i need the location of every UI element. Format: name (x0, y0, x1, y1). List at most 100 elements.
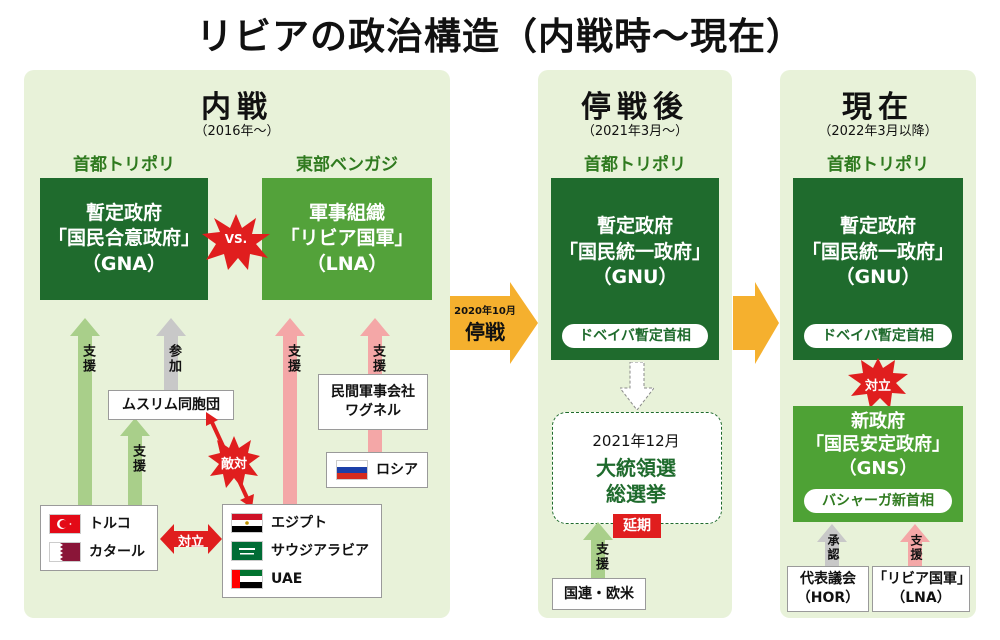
russia-box: ロシア (326, 452, 428, 488)
present-support-label: 支援 (909, 534, 923, 562)
civil-war-heading: 内戦 (201, 90, 273, 125)
post-war-gnu-line1: 暫定政府 (596, 215, 673, 237)
present-lna-line2: （LNA） (891, 590, 951, 606)
approve-arrow (817, 524, 847, 566)
post-war-subtitle: 首都トリポリ (584, 155, 686, 175)
wagner-box: 民間軍事会社 ワグネル (318, 374, 428, 430)
present-subtitle: 首都トリポリ (827, 155, 929, 175)
gna-line2: 「国民合意政府」 (47, 227, 200, 250)
wagner-line2: ワグネル (345, 403, 401, 419)
present-pm-badge: ドベイバ暫定首相 (804, 324, 952, 348)
gna-line3: （GNA） (81, 252, 167, 275)
muslim-brotherhood-box: ムスリム同胞団 (108, 390, 234, 420)
un-eu-box: 国連・欧米 (552, 578, 646, 610)
present-gnu-line2: 「国民統一政府」 (801, 240, 954, 263)
present-lna-box: 「リビア国軍」 （LNA） (872, 566, 971, 612)
present-confront-burst-icon (848, 358, 908, 408)
participate-label: 参加 (166, 344, 181, 374)
gns-line1: 新政府 (851, 411, 905, 432)
lna-box: 軍事組織 「リビア国軍」 （LNA） (262, 178, 432, 300)
present-lna-line1: 「リビア国軍」 (873, 571, 971, 588)
transition-arrow-icon (733, 282, 779, 364)
saudi-row: サウジアラビア (231, 537, 369, 565)
confront-arrow-icon (160, 524, 222, 554)
support-arrow-egypt (275, 318, 305, 504)
west-subtitle: 首都トリポリ (73, 155, 175, 175)
civil-war-period: （2016年〜） (194, 124, 280, 139)
egypt-flag-icon (231, 513, 263, 533)
post-war-down-arrow (620, 362, 654, 410)
turkey-row: トルコ (49, 510, 131, 538)
present-confront-label: 対立 (864, 379, 891, 394)
post-war-pm-badge: ドベイバ暫定首相 (562, 324, 708, 348)
egypt-label: エジプト (271, 514, 327, 531)
hostile-burst-icon (208, 436, 260, 488)
turkey-qatar-box: トルコ カタール (40, 505, 158, 571)
postponed-badge: 延期 (613, 514, 661, 538)
approve-label: 承認 (826, 534, 840, 562)
lna-line1: 軍事組織 (308, 201, 385, 224)
russia-label: ロシア (376, 461, 418, 478)
present-period: （2022年3月以降） (818, 124, 938, 139)
election-general: 総選挙 (606, 482, 666, 506)
post-war-gnu-line2: 「国民統一政府」 (558, 240, 711, 263)
post-war-gnu-line3: （GNU） (592, 266, 678, 289)
turkey-label: トルコ (89, 515, 131, 532)
ceasefire-arrow-icon (450, 282, 538, 364)
uae-label: UAE (271, 570, 303, 587)
present-gnu-line1: 暫定政府 (839, 215, 916, 237)
uae-flag-icon (231, 569, 263, 589)
post-war-support-label: 支援 (593, 542, 608, 572)
election-box (552, 412, 722, 524)
post-war-gnu-box: 暫定政府 「国民統一政府」 （GNU） (551, 178, 719, 360)
confront-label: 対立 (177, 535, 204, 550)
support-arrow-wagner (360, 318, 390, 374)
wagner-line1: 民間軍事会社 (331, 384, 415, 401)
support-label-2: 支援 (285, 344, 300, 374)
support-label-mb: 支援 (130, 444, 145, 474)
gna-box: 暫定政府 「国民合意政府」 （GNA） (40, 178, 208, 300)
muslim-brotherhood-label: ムスリム同胞団 (122, 396, 220, 413)
present-heading: 現在 (842, 90, 914, 125)
support-label-3: 支援 (370, 344, 385, 374)
egypt-row: エジプト (231, 509, 327, 537)
gns-line3: （GNS） (838, 457, 918, 479)
post-war-support-arrow (583, 522, 613, 580)
vs-label: VS. (224, 232, 248, 246)
east-subtitle: 東部ベンガジ (296, 155, 398, 175)
hor-line2: （HOR） (796, 590, 860, 606)
election-date: 2021年12月 (592, 432, 680, 450)
un-eu-label: 国連・欧米 (564, 585, 634, 602)
present-support-arrow (900, 524, 930, 566)
uae-row: UAE (231, 565, 302, 593)
lna-line2: 「リビア国軍」 (280, 227, 414, 250)
hor-box: 代表議会 （HOR） (787, 566, 869, 612)
support-arrow-mb (120, 418, 150, 510)
vs-burst-icon (202, 214, 270, 270)
qatar-label: カタール (89, 543, 145, 560)
qatar-flag-icon (49, 542, 81, 562)
russia-flag-icon (336, 460, 368, 480)
lna-line3: （LNA） (306, 252, 388, 275)
saudi-label: サウジアラビア (271, 542, 369, 559)
present-gnu-line3: （GNU） (835, 266, 921, 289)
egypt-saudi-uae-box: エジプト サウジアラビア UAE (222, 504, 382, 598)
turkey-flag-icon (49, 514, 81, 534)
support-label-1: 支援 (80, 344, 95, 374)
support-arrow-turkey (70, 318, 100, 510)
election-presidential: 大統領選 (596, 456, 676, 480)
hor-line1: 代表議会 (800, 571, 856, 588)
page-title: リビアの政治構造（内戦時〜現在） (196, 15, 804, 58)
gns-line2: 「国民安定政府」 (806, 434, 950, 456)
post-war-period: （2021年3月〜） (581, 124, 689, 139)
hostile-label: 敵対 (220, 457, 247, 472)
saudi-flag-icon (231, 541, 263, 561)
post-war-heading: 停戦後 (581, 90, 689, 125)
gns-pm-badge: バシャーガ新首相 (804, 489, 952, 513)
ceasefire-label: 停戦 (465, 320, 505, 344)
gna-line1: 暫定政府 (85, 201, 162, 224)
ceasefire-date: 2020年10月 (454, 306, 516, 317)
qatar-row: カタール (49, 538, 145, 566)
participate-arrow (156, 318, 186, 390)
support-arrow-russia (368, 428, 382, 452)
